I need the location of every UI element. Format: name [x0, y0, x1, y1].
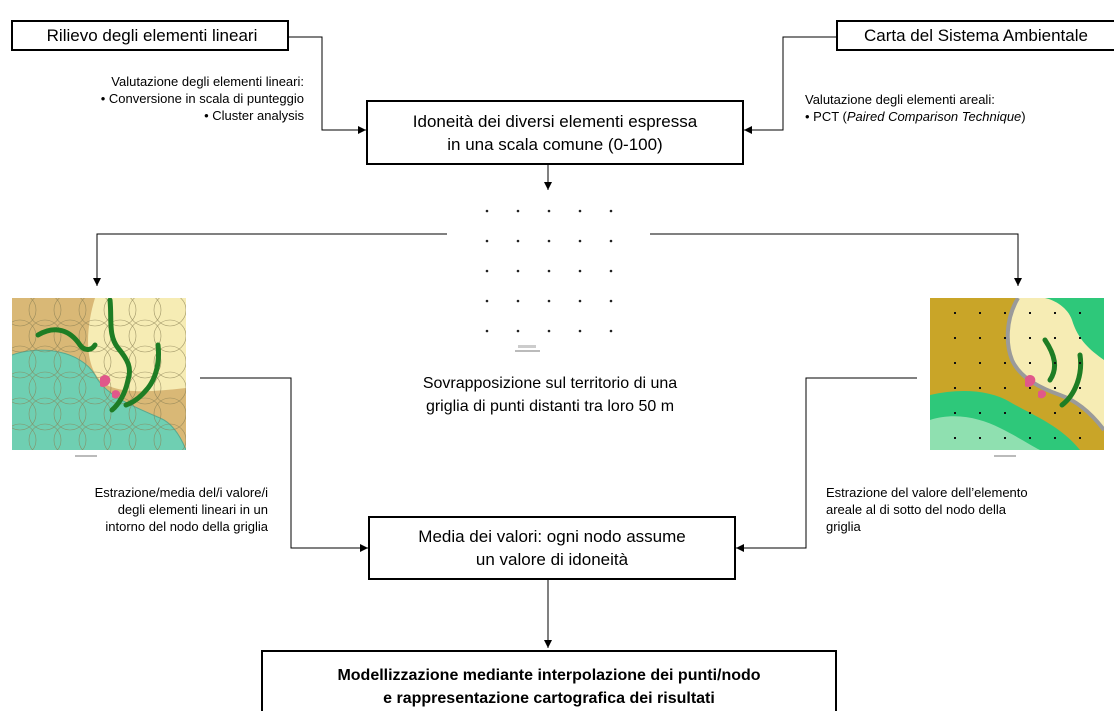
grid-scale-bar — [515, 345, 540, 352]
arrow-right-map-to-media — [736, 377, 917, 552]
linear-evaluation-item-1: • Conversione in scala di punteggio — [100, 91, 304, 106]
arrow-grid-to-left-map — [93, 233, 447, 286]
grid-caption: Sovrapposizione sul territorio di una gr… — [330, 372, 770, 418]
media-box: Media dei valori: ogni nodo assume un va… — [368, 516, 736, 580]
point-grid — [485, 209, 613, 333]
arrow-rilievo-to-idoneita — [288, 36, 366, 134]
idoneita-box: Idoneità dei diversi elementi espressa i… — [366, 100, 744, 165]
arrow-carta-to-idoneita — [744, 36, 836, 134]
linear-evaluation-title: Valutazione degli elementi lineari: — [111, 74, 304, 89]
arrow-left-map-to-media — [200, 377, 368, 552]
linear-extraction-line1: Estrazione/media del/i valore/i — [94, 485, 268, 500]
modellizzazione-box: Modellizzazione mediante interpolazione … — [261, 650, 837, 711]
grid-caption-line1: Sovrapposizione sul territorio di una — [422, 375, 678, 392]
linear-elements-map — [12, 298, 186, 450]
areal-evaluation-item: • PCT (Paired Comparison Technique) — [805, 109, 1026, 124]
areal-evaluation-title: Valutazione degli elementi areali: — [805, 92, 995, 107]
linear-extraction-line2: degli elementi lineari in un — [117, 502, 268, 517]
areal-extraction-line3: griglia — [826, 519, 861, 534]
areal-evaluation-note: Valutazione degli elementi areali: • PCT… — [805, 91, 1026, 125]
pct-italic: Paired Comparison Technique — [846, 109, 1022, 124]
rilievo-label: Rilievo degli elementi lineari — [46, 26, 258, 45]
areal-elements-map — [930, 298, 1104, 450]
carta-box: Carta del Sistema Ambientale — [836, 20, 1114, 51]
grid-caption-line2: griglia di punti distanti tra loro 50 m — [425, 398, 675, 415]
rilievo-box: Rilievo degli elementi lineari — [11, 20, 289, 51]
media-line1: Media dei valori: ogni nodo assume — [418, 527, 686, 546]
linear-evaluation-note: Valutazione degli elementi lineari: • Co… — [101, 73, 304, 124]
connectors — [93, 36, 1022, 648]
areal-extraction-line2: areale al di sotto del nodo della — [826, 502, 1006, 517]
arrow-grid-to-right-map — [650, 233, 1022, 286]
idoneita-line1: Idoneità dei diversi elementi espressa — [412, 111, 698, 131]
areal-extraction-line1: Estrazione del valore dell’elemento — [826, 485, 1028, 500]
linear-extraction-line3: intorno del nodo della griglia — [105, 519, 268, 534]
linear-extraction-note: Estrazione/media del/i valore/i degli el… — [95, 484, 268, 535]
modellizzazione-line2: e rappresentazione cartografica dei risu… — [383, 690, 715, 707]
idoneita-line2: in una scala comune (0-100) — [447, 134, 663, 154]
modellizzazione-line1: Modellizzazione mediante interpolazione … — [337, 667, 761, 684]
carta-label: Carta del Sistema Ambientale — [864, 26, 1088, 45]
areal-extraction-note: Estrazione del valore dell’elemento area… — [826, 484, 1028, 535]
linear-evaluation-item-2: • Cluster analysis — [204, 108, 304, 123]
media-line2: un valore di idoneità — [475, 550, 629, 569]
